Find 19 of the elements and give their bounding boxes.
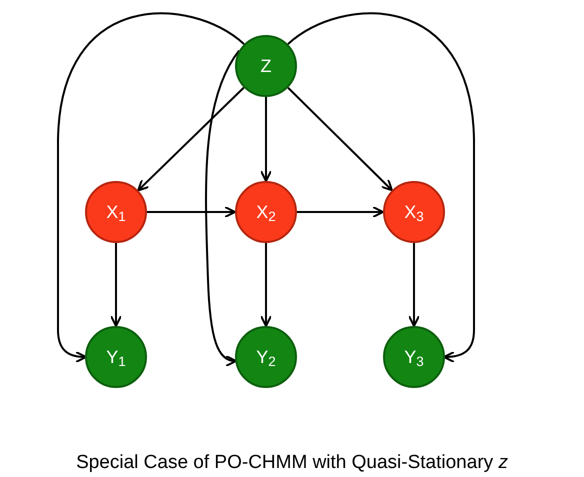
arrow — [297, 206, 384, 218]
arrow — [137, 86, 244, 192]
arrow — [260, 243, 272, 327]
arrow — [57, 12, 245, 363]
node-label: Y$_{2}$ — [256, 348, 276, 366]
arrow — [408, 243, 420, 327]
arrow — [147, 206, 236, 218]
node-label: Y$_{3}$ — [404, 348, 424, 366]
node-label: X$_{3}$ — [404, 203, 424, 221]
node-label: Z — [260, 57, 272, 75]
arrow — [110, 243, 122, 327]
arrow — [260, 97, 272, 182]
node-label: X$_{1}$ — [106, 203, 126, 221]
arrow — [287, 87, 393, 192]
caption: Special Case of PO-CHMM with Quasi-Stationary z — [75, 451, 509, 475]
arrow — [205, 50, 240, 366]
arrow — [287, 12, 475, 363]
node-label: X$_{2}$ — [256, 203, 276, 221]
node-label: Y$_{1}$ — [106, 348, 126, 366]
